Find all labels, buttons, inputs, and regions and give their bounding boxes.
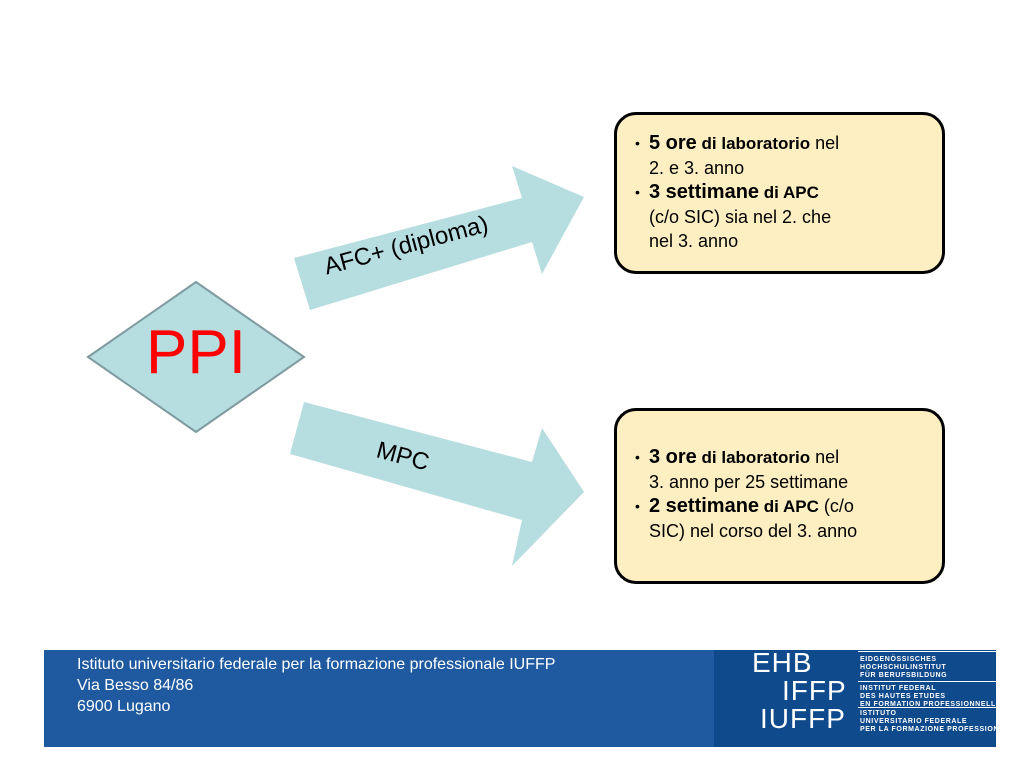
logo-iuffp: IUFFP (760, 703, 846, 734)
ppi-diamond (86, 280, 306, 434)
footer-street: Via Besso 84/86 (77, 677, 194, 694)
line2-text: SIC) nel corso del 3. anno (649, 521, 858, 541)
lab-text: di laboratorio (696, 448, 811, 467)
line2-text: 3. anno per 25 settimane (649, 472, 849, 492)
hours-text: 3 ore (649, 446, 697, 468)
box-item: • 3 ore di laboratorio nel 3. anno per 2… (635, 446, 849, 492)
ppi-label: PPI (146, 318, 246, 387)
apc-text: di APC (759, 183, 819, 202)
line3-text: nel 3. anno (649, 231, 739, 251)
rest-text: (c/o (818, 496, 854, 516)
line2-text: (c/o SIC) sia nel 2. che (649, 207, 832, 227)
footer-bar (44, 650, 714, 747)
apc-text: di APC (759, 497, 819, 516)
weeks-text: 2 settimane (649, 495, 760, 517)
arrow-mpc (290, 402, 584, 566)
info-box-mpc: • 3 ore di laboratorio nel 3. anno per 2… (614, 408, 945, 584)
logo-ehb: EHB (752, 647, 813, 678)
logo-panel (714, 650, 996, 747)
weeks-text: 3 settimane (649, 181, 760, 203)
footer-city: 6900 Lugano (77, 698, 171, 715)
info-box-afc: • 5 ore di laboratorio nel 2. e 3. anno … (614, 112, 945, 274)
logo-divider (858, 707, 996, 708)
footer-address: Istituto universitario federale per la f… (77, 654, 555, 717)
rest-text: nel (810, 447, 840, 467)
logo-divider (858, 681, 996, 682)
box-item: • 3 settimane di APC (c/o SIC) sia nel 2… (635, 181, 832, 251)
footer-institute: Istituto universitario federale per la f… (77, 656, 556, 673)
diagram-shapes (86, 166, 584, 566)
box-item: • 2 settimane di APC (c/o SIC) nel corso… (635, 495, 858, 541)
logo-divider (858, 651, 996, 652)
hours-text: 5 ore (649, 132, 697, 154)
box-item: • 5 ore di laboratorio nel 2. e 3. anno (635, 132, 840, 178)
line2-text: 2. e 3. anno (649, 158, 745, 178)
arrow-afc (294, 166, 584, 310)
lab-text: di laboratorio (696, 134, 811, 153)
logo-iffp: IFFP (782, 675, 847, 706)
rest-text: nel (810, 133, 840, 153)
